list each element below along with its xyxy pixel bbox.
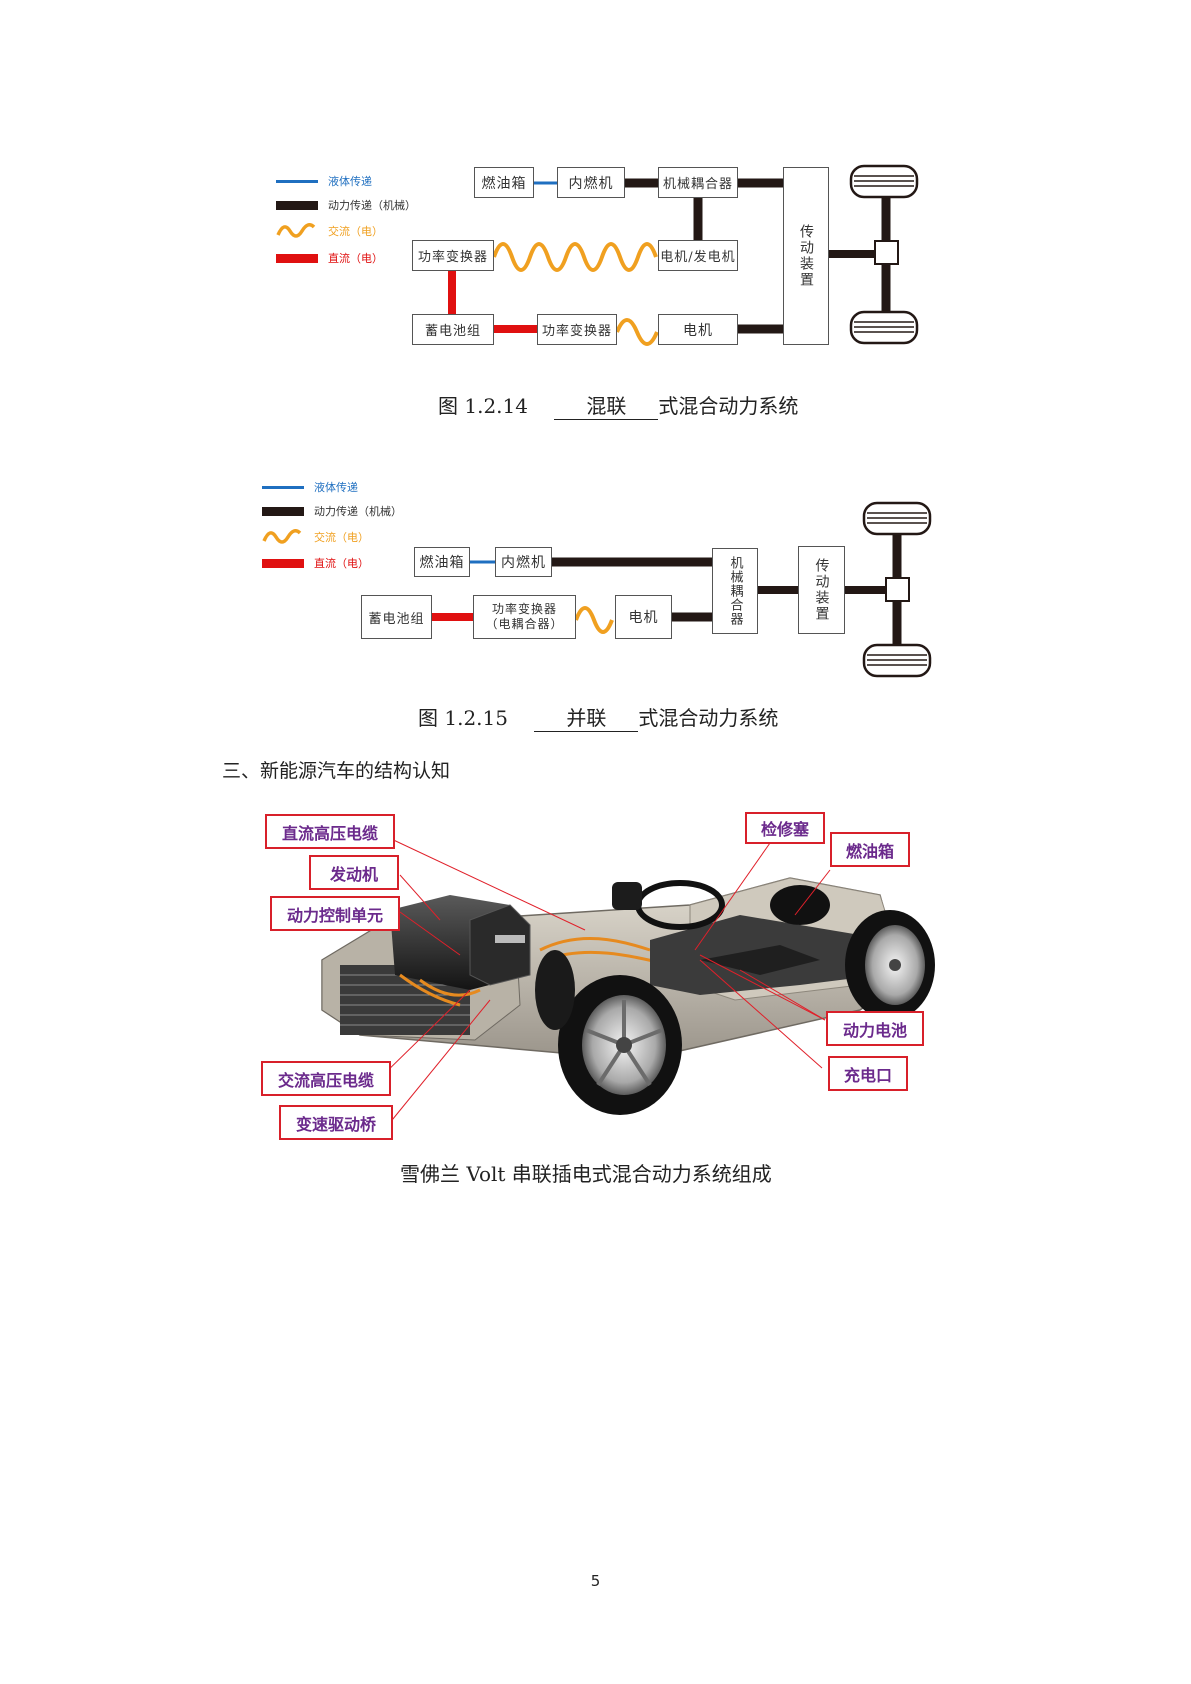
legend-liquid: 液体传递 xyxy=(276,173,372,189)
legend-dc-2: 直流（电） xyxy=(262,555,369,571)
dc-line-icon xyxy=(276,253,318,263)
fig15-mech-coupler-box: 机械耦合器 xyxy=(712,548,758,634)
fig15-caption-prefix: 图 1.2.15 xyxy=(418,706,508,730)
callout-service-plug: 检修塞 xyxy=(745,812,825,844)
front-left-tire xyxy=(535,950,575,1030)
fig15-caption: 图 1.2.15 并联式混合动力系统 xyxy=(418,702,778,732)
callout-drive-axle: 变速驱动桥 xyxy=(279,1105,393,1140)
fig15-connections xyxy=(432,501,932,678)
fig15-battery-box: 蓄电池组 xyxy=(361,595,432,639)
legend-ac: 交流（电） xyxy=(276,223,383,239)
callout-battery: 动力电池 xyxy=(826,1011,924,1046)
fig14-power-converter-2-box: 功率变换器 xyxy=(537,314,617,345)
ac-wave-icon xyxy=(276,223,316,238)
fig14-connections xyxy=(448,164,919,346)
wheel-top-icon xyxy=(849,164,919,199)
fig14-motor-box: 电机 xyxy=(658,314,738,345)
legend-dc: 直流（电） xyxy=(276,250,383,266)
liquid-line-icon xyxy=(276,179,318,183)
fig14-battery-box: 蓄电池组 xyxy=(412,314,494,345)
fig14-mech-coupler-box: 机械耦合器 xyxy=(658,167,738,198)
car-chassis-illustration xyxy=(321,835,935,1126)
fig15-engine-box: 内燃机 xyxy=(495,547,552,577)
section-heading: 三、新能源汽车的结构认知 xyxy=(222,760,451,782)
fig15-motor-box: 电机 xyxy=(615,595,672,639)
car-figure-caption: 雪佛兰 Volt 串联插电式混合动力系统组成 xyxy=(400,1162,772,1186)
fig14-power-converter-1-box: 功率变换器 xyxy=(412,240,494,271)
mechanical-line-icon xyxy=(262,506,304,516)
callout-ac-cable: 交流高压电缆 xyxy=(261,1061,391,1096)
rear-left-tire xyxy=(770,885,830,925)
fig15-caption-suffix: 式混合动力系统 xyxy=(638,706,779,730)
fig14-caption-suffix: 式混合动力系统 xyxy=(658,394,799,418)
fig15-power-converter-box: 功率变换器（电耦合器） xyxy=(473,595,576,639)
mechanical-line-icon xyxy=(276,200,318,210)
fig14-motor-generator-box: 电机/发电机 xyxy=(658,240,738,271)
legend-ac-label: 交流（电） xyxy=(314,531,369,544)
fig15-fuel-tank-box: 燃油箱 xyxy=(414,547,470,577)
legend-mechanical-label: 动力传递（机械） xyxy=(314,505,402,518)
legend-dc-label: 直流（电） xyxy=(328,252,383,265)
callout-leader-lines xyxy=(377,835,831,1126)
wheel-bottom-icon xyxy=(849,310,919,345)
fig14-fuel-tank-box: 燃油箱 xyxy=(474,167,534,198)
fig14-caption-prefix: 图 1.2.14 xyxy=(438,394,528,418)
legend-mechanical-label: 动力传递（机械） xyxy=(328,199,416,212)
wheel-bottom-icon xyxy=(862,643,932,678)
fig14-engine-box: 内燃机 xyxy=(557,167,625,198)
fig14-caption: 图 1.2.14 混联式混合动力系统 xyxy=(438,390,798,420)
dc-line-icon xyxy=(262,558,304,568)
callout-engine: 发动机 xyxy=(309,855,399,890)
rear-wheel-icon xyxy=(845,910,935,1020)
legend-liquid-2: 液体传递 xyxy=(262,479,358,495)
fig14-transmission-box: 传动装置 xyxy=(783,167,829,345)
legend-liquid-label: 液体传递 xyxy=(314,481,358,494)
legend-mechanical-2: 动力传递（机械） xyxy=(262,503,402,519)
wheel-top-icon xyxy=(862,501,932,536)
legend-ac-2: 交流（电） xyxy=(262,529,369,545)
legend-ac-label: 交流（电） xyxy=(328,225,383,238)
legend-dc-label: 直流（电） xyxy=(314,557,369,570)
engine-block xyxy=(390,895,531,990)
callout-charge-port: 充电口 xyxy=(828,1056,908,1091)
liquid-line-icon xyxy=(262,485,304,489)
fig15-transmission-box: 传动装置 xyxy=(798,546,845,634)
battery-pack xyxy=(650,915,880,995)
steering-wheel-icon xyxy=(612,880,725,930)
page-number: 5 xyxy=(590,1572,601,1590)
ac-wave-icon xyxy=(262,529,302,544)
callout-fuel-tank: 燃油箱 xyxy=(830,832,910,867)
fig15-caption-answer: 并联 xyxy=(534,702,639,732)
legend-mechanical: 动力传递（机械） xyxy=(276,197,416,213)
legend-liquid-label: 液体传递 xyxy=(328,175,372,188)
front-wheel-icon xyxy=(558,975,682,1115)
fig14-caption-answer: 混联 xyxy=(554,390,659,420)
callout-pcu: 动力控制单元 xyxy=(270,896,400,931)
callout-dc-cable: 直流高压电缆 xyxy=(265,814,395,849)
